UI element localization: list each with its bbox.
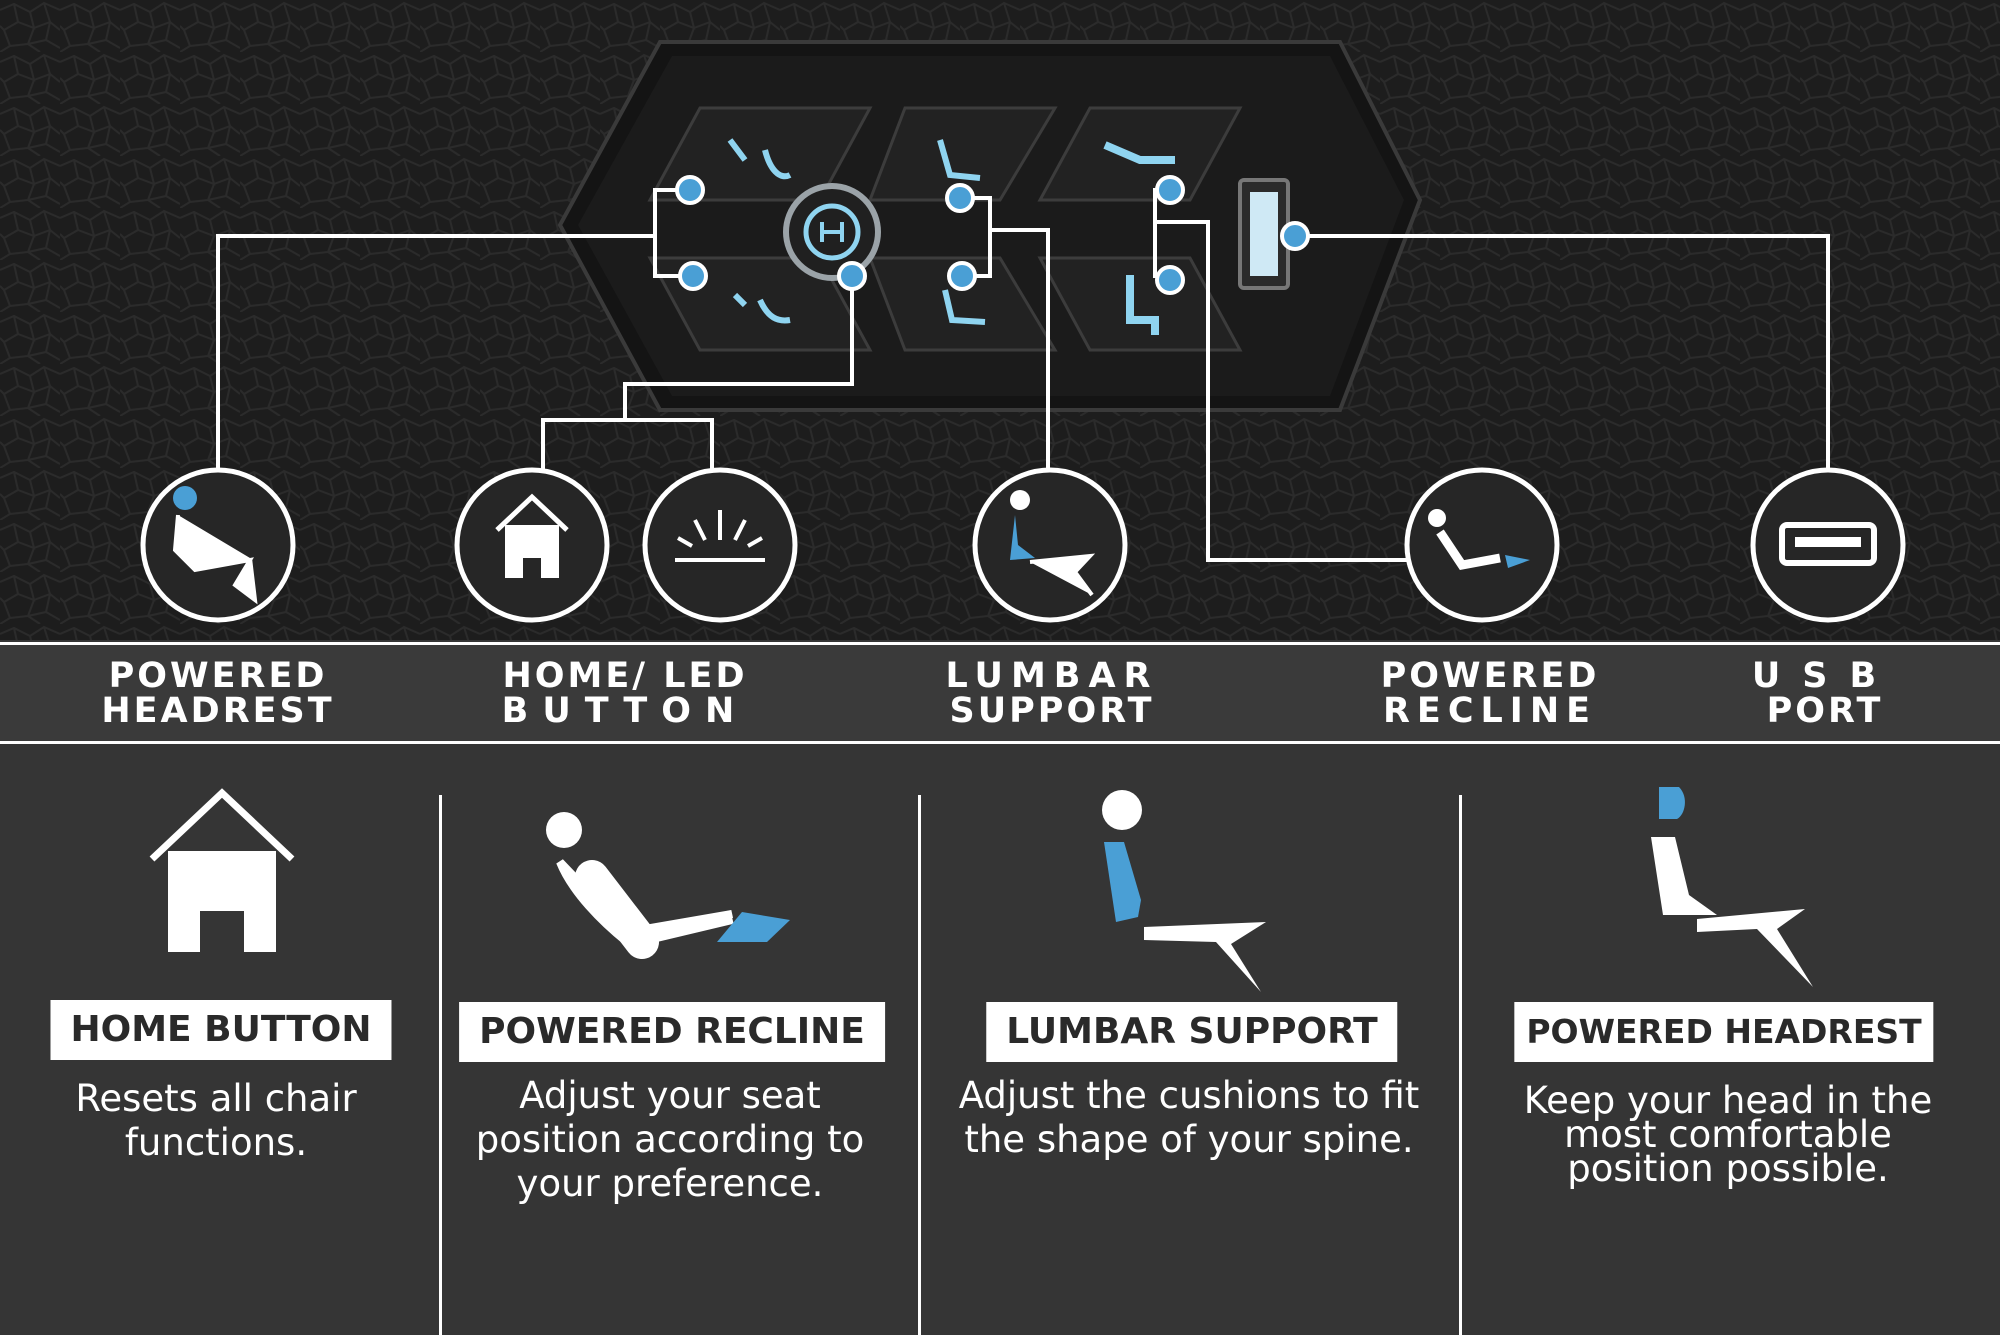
lumbar-support-icon: [1102, 790, 1266, 992]
remote-button-recline-in[interactable]: [1037, 256, 1243, 352]
powered-headrest-icon: [1651, 787, 1813, 987]
feature-powered-recline: POWERED RECLINE Adjust your seat positio…: [442, 747, 918, 1334]
column-divider: [918, 795, 921, 1335]
feature-lumbar-support: LUMBAR SUPPORT Adjust the cushions to fi…: [921, 747, 1459, 1334]
label-powered-headrest: POWERED HEADREST: [101, 656, 335, 731]
led-light-icon: [675, 510, 765, 562]
label-band: POWERED HEADREST HOME/ LED BUTTON LUMBAR…: [0, 642, 2000, 744]
feature-description: Resets all chair functions.: [75, 1077, 357, 1164]
callout-led-button: [642, 467, 798, 623]
feature-title: LUMBAR SUPPORT: [986, 1002, 1398, 1062]
feature-title: POWERED RECLINE: [459, 1002, 885, 1062]
callout-usb-port: [1750, 467, 1906, 623]
feature-description: Adjust your seat position according to y…: [475, 1074, 865, 1205]
connector-lines: [216, 188, 1830, 562]
feature-home-button: HOME BUTTON Resets all chair functions.: [0, 747, 439, 1334]
home-icon: [149, 788, 295, 952]
callout-powered-recline: [1404, 467, 1560, 623]
usb-port-icon: [1779, 522, 1877, 566]
feature-description: Keep your head in the most comfortable p…: [1523, 1079, 1933, 1190]
column-divider: [1459, 795, 1462, 1335]
column-divider: [439, 795, 442, 1335]
remote-button-headrest-up[interactable]: [647, 106, 873, 202]
feature-title: POWERED HEADREST: [1514, 1002, 1934, 1062]
powered-recline-icon: [1428, 509, 1530, 570]
feature-title: HOME BUTTON: [50, 1000, 392, 1060]
powered-recline-icon: [546, 812, 790, 959]
callout-lumbar-support: [972, 467, 1128, 623]
home-icon: [495, 493, 569, 578]
callout-powered-headrest: [140, 467, 296, 623]
label-home-led-button: HOME/ LED BUTTON: [501, 656, 749, 731]
lumbar-support-icon: [1010, 490, 1096, 597]
feature-description: Adjust the cushions to fit the shape of …: [958, 1074, 1420, 1161]
remote-diagram-area: [0, 0, 2000, 640]
remote-button-lumbar-up[interactable]: [867, 106, 1058, 202]
features-section: HOME BUTTON Resets all chair functions. …: [0, 747, 2000, 1335]
connector-dots: [675, 175, 1310, 295]
label-usb-port: USB PORT: [1751, 656, 1899, 731]
remote-button-recline-out[interactable]: [1037, 106, 1243, 202]
label-powered-recline: POWERED RECLINE: [1380, 656, 1600, 731]
label-lumbar-support: LUMBAR SUPPORT: [945, 656, 1159, 731]
powered-headrest-icon: [172, 486, 258, 605]
callout-home-button: [454, 467, 610, 623]
feature-powered-headrest: POWERED HEADREST Keep your head in the m…: [1462, 747, 2000, 1334]
connector-diagram: [140, 40, 1906, 623]
remote-home-led-button[interactable]: [783, 183, 881, 281]
remote-button-lumbar-down[interactable]: [867, 256, 1058, 352]
